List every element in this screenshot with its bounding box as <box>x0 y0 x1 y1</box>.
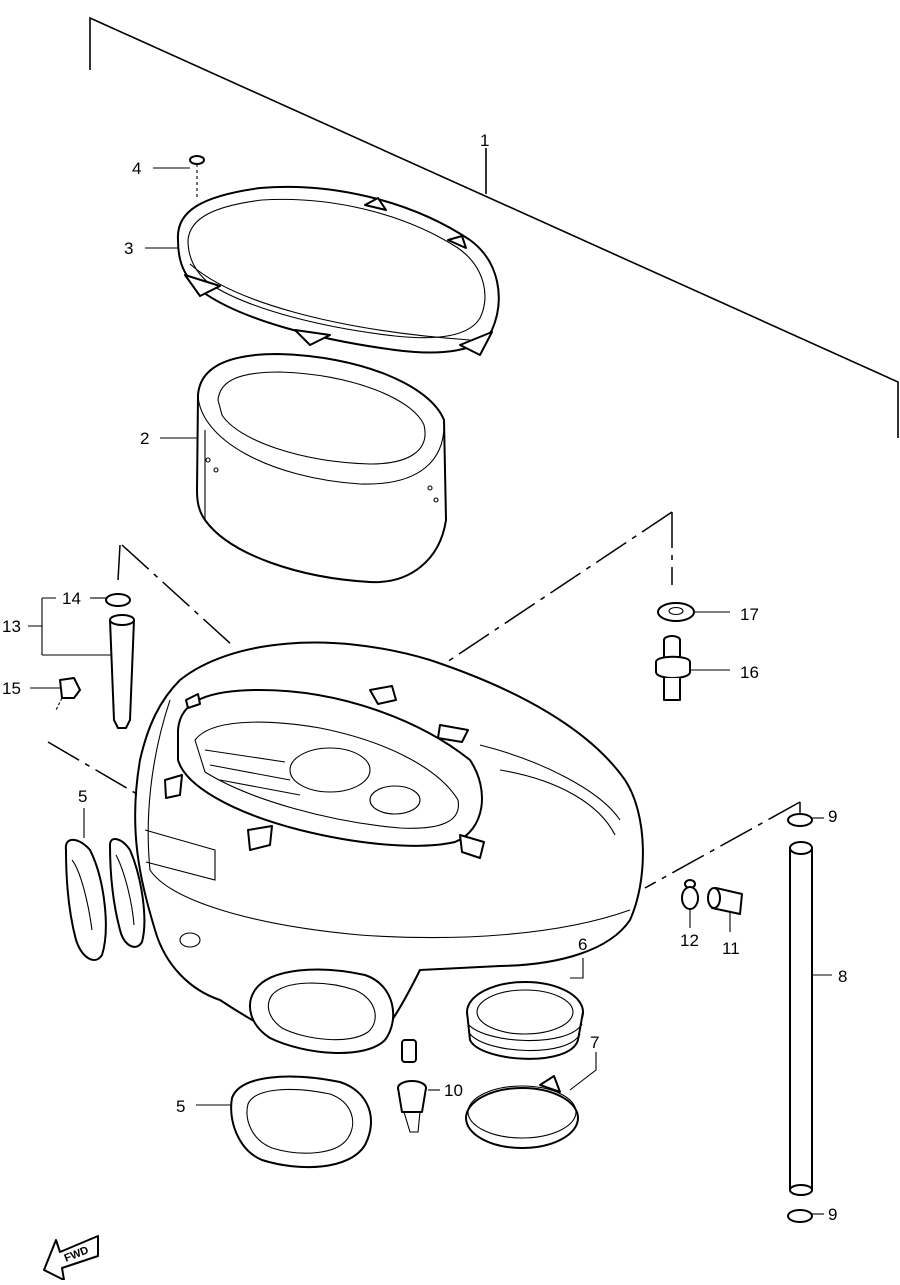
callout-15: 15 <box>2 679 21 698</box>
part-cap <box>707 887 743 932</box>
callout-12: 12 <box>680 931 699 950</box>
callout-8: 8 <box>838 967 847 986</box>
part-hose-clip-top <box>787 813 824 827</box>
part-fitting <box>655 635 730 701</box>
part-drain-plug <box>397 1080 440 1133</box>
part-hose-clip-bottom <box>787 1209 824 1223</box>
callout-3: 3 <box>124 239 133 258</box>
callout-6: 6 <box>578 935 587 954</box>
fwd-arrow-icon: FWD <box>43 1235 99 1281</box>
part-plug <box>681 879 699 928</box>
callout-5-side: 5 <box>78 787 87 806</box>
callout-2: 2 <box>140 429 149 448</box>
callout-9-top: 9 <box>828 807 837 826</box>
callout-17: 17 <box>740 605 759 624</box>
part-seal-bottom <box>196 1075 373 1169</box>
part-screw <box>153 155 205 200</box>
callout-9-bottom: 9 <box>828 1205 837 1224</box>
callout-10: 10 <box>444 1081 463 1100</box>
part-bolt <box>30 677 81 711</box>
callout-14: 14 <box>62 589 81 608</box>
part-clamp <box>465 1052 597 1149</box>
callout-16: 16 <box>740 663 759 682</box>
assembly-lines <box>47 511 801 889</box>
part-grommet <box>657 602 730 622</box>
part-duct <box>466 958 584 1060</box>
callout-7: 7 <box>590 1033 599 1052</box>
part-air-cleaner-case <box>134 641 644 1063</box>
callout-labels: 1 4 3 2 14 13 15 5 17 16 9 12 11 6 8 7 1… <box>2 131 847 1224</box>
callout-13: 13 <box>2 617 21 636</box>
callout-4: 4 <box>132 159 141 178</box>
callout-1: 1 <box>480 131 489 150</box>
assembly-bracket <box>89 16 899 438</box>
part-hose-with-clip <box>28 593 135 729</box>
part-drain-hose <box>789 841 832 1196</box>
part-filter-element <box>160 353 447 584</box>
part-cover <box>145 185 500 356</box>
callout-11: 11 <box>722 939 740 958</box>
part-seal-side <box>64 808 146 961</box>
callout-5-bottom: 5 <box>176 1097 185 1116</box>
